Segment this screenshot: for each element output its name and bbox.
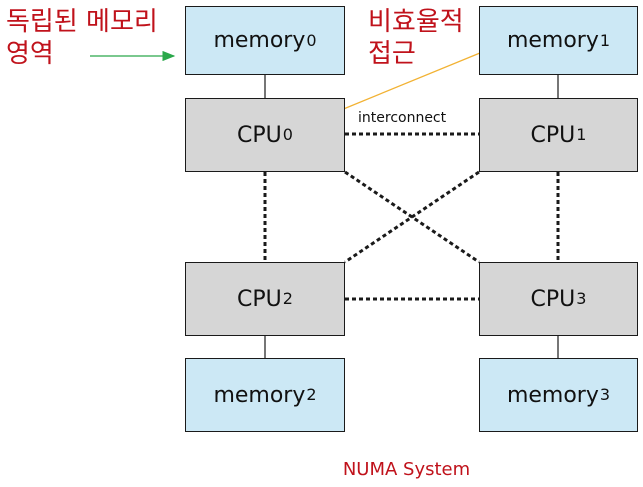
cpu-2-label: CPU xyxy=(237,286,282,312)
interconnect-label: interconnect xyxy=(358,110,447,126)
cpu-1-label: CPU xyxy=(530,122,576,148)
nonuniform-access-arrow xyxy=(323,45,499,118)
interconnect-cpu1-cpu2 xyxy=(344,170,480,264)
cpu-0-label: CPU xyxy=(237,122,282,148)
local-memory-annotation: 독립된 메모리 영역 xyxy=(6,6,158,70)
nonuniform-access-annotation-line2: 접근 xyxy=(368,39,416,69)
memory-2-label: memory xyxy=(213,382,306,408)
memory-0-label: memory xyxy=(213,28,306,53)
local-memory-annotation-line2: 영역 xyxy=(6,39,54,69)
cpu-3-label: CPU xyxy=(530,286,576,312)
local-memory-annotation-line1: 독립된 메모리 xyxy=(6,7,158,37)
nonuniform-access-annotation-line1: 비효율적 xyxy=(368,7,464,37)
nonuniform-access-annotation: 비효율적 접근 xyxy=(368,6,464,70)
memory-3-label: memory xyxy=(506,382,599,408)
diagram-caption: NUMA System xyxy=(342,459,471,480)
memory-1-label: memory xyxy=(506,28,599,53)
